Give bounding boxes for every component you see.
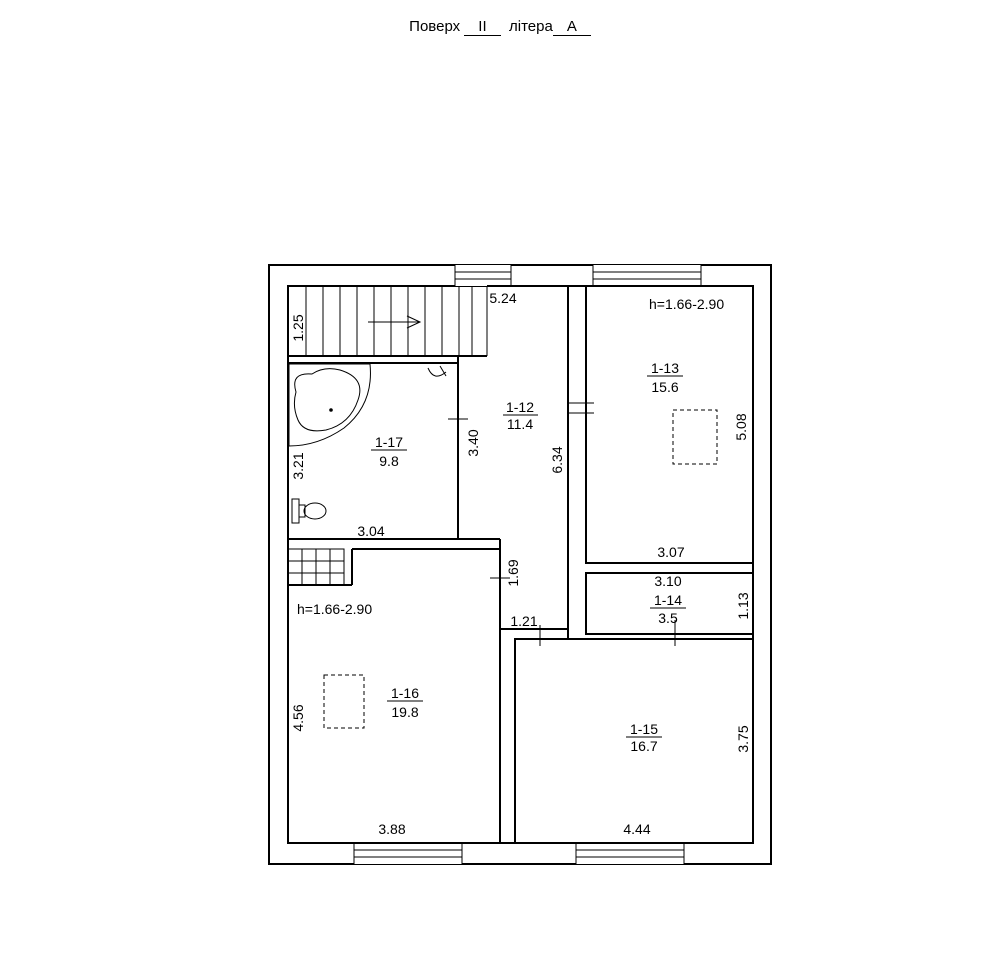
room-label-1-15: 1-15 16.7 xyxy=(626,721,662,754)
bathtub-icon xyxy=(288,363,447,447)
window-bottom-room-15 xyxy=(575,843,685,864)
dim-r16-width: 3.88 xyxy=(378,821,405,837)
door-room-13 xyxy=(568,402,594,414)
staircase xyxy=(288,286,488,357)
svg-text:1-15: 1-15 xyxy=(630,721,658,737)
svg-text:1-12: 1-12 xyxy=(506,399,534,415)
dim-r13-width: 3.07 xyxy=(657,544,684,560)
dim-bath-width: 3.04 xyxy=(357,523,384,539)
dim-hall-step: 1.69 xyxy=(505,559,521,586)
svg-text:3.5: 3.5 xyxy=(658,610,678,626)
stove-grid-icon xyxy=(287,548,345,586)
svg-text:1-14: 1-14 xyxy=(654,592,682,608)
svg-text:1-13: 1-13 xyxy=(651,360,679,376)
dim-r13-height: 5.08 xyxy=(733,413,749,440)
letter-value: А xyxy=(552,19,591,36)
letter-label: літера xyxy=(508,18,553,35)
outer-wall-outer xyxy=(268,264,772,865)
room-label-1-14: 1-14 3.5 xyxy=(650,592,686,626)
room-1-15-walls xyxy=(514,638,754,844)
dim-hall-bottom: 1.21 xyxy=(510,613,537,629)
dim-hall-length: 6.34 xyxy=(549,446,565,473)
room-1-16-hatch xyxy=(323,674,365,729)
room-1-12-walls xyxy=(457,285,569,639)
floor-value: II xyxy=(464,19,501,36)
room-label-1-13: 1-13 15.6 xyxy=(647,360,683,395)
dim-r15-width: 4.44 xyxy=(623,821,650,837)
dim-stair-width: 5.24 xyxy=(489,290,516,306)
svg-text:19.8: 19.8 xyxy=(391,704,418,720)
svg-text:11.4: 11.4 xyxy=(507,416,533,432)
svg-text:9.8: 9.8 xyxy=(379,453,399,469)
room-16-height: h=1.66-2.90 xyxy=(297,601,372,617)
room-1-14-walls xyxy=(585,572,754,635)
svg-text:15.6: 15.6 xyxy=(651,379,678,395)
svg-text:1-16: 1-16 xyxy=(391,685,419,701)
window-top-room-13 xyxy=(592,265,702,286)
dim-r14-width: 3.10 xyxy=(654,573,681,589)
dim-bath-height: 3.21 xyxy=(290,452,306,479)
room-label-1-16: 1-16 19.8 xyxy=(387,685,423,720)
dim-bath-side: 3.40 xyxy=(465,429,481,456)
room-label-1-17: 1-17 9.8 xyxy=(371,434,407,469)
room-label-1-12: 1-12 11.4 xyxy=(503,399,538,432)
dim-r15-height: 3.75 xyxy=(735,725,751,752)
dim-r16-height: 4.56 xyxy=(290,704,306,731)
room-13-height: h=1.66-2.90 xyxy=(649,296,724,312)
room-1-13-walls xyxy=(585,285,754,564)
svg-text:16.7: 16.7 xyxy=(630,738,657,754)
window-top-stair xyxy=(454,265,512,286)
room-1-13-hatch xyxy=(672,409,718,465)
window-bottom-room-16 xyxy=(353,843,463,864)
svg-text:1-17: 1-17 xyxy=(375,434,403,450)
room-1-17-walls xyxy=(287,362,459,540)
toilet-icon xyxy=(291,498,327,524)
floor-label: Поверх xyxy=(409,18,461,35)
dim-r14-height: 1.13 xyxy=(735,592,751,619)
dim-stair-depth: 1.25 xyxy=(290,314,306,341)
